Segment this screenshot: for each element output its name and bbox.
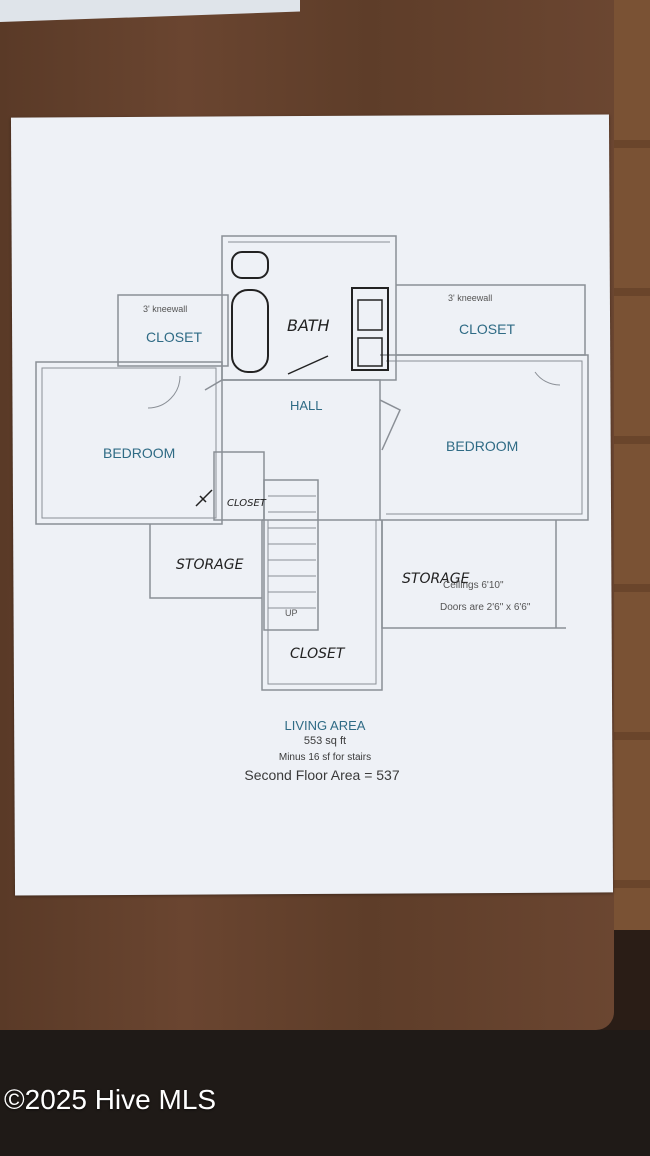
room-label-bath: BATH	[287, 316, 330, 335]
wood-floor	[614, 0, 650, 930]
note-kneewall-right: 3' kneewall	[448, 293, 492, 303]
living-area-heading: LIVING AREA	[284, 718, 366, 733]
bath-walls	[221, 235, 397, 381]
room-label-storage-left: STORAGE	[176, 557, 244, 573]
room-label-closet-left: CLOSET	[146, 329, 202, 345]
bath-fixtures	[195, 251, 389, 507]
room-label-bedroom-left: BEDROOM	[103, 445, 175, 461]
room-label-closet-right: CLOSET	[459, 321, 515, 337]
second-floor-area: Second Floor Area = 537	[244, 767, 400, 783]
hall-walls	[222, 379, 381, 521]
room-label-hall: HALL	[290, 398, 323, 413]
stairs-outline	[263, 479, 319, 631]
closet-small-walls	[213, 451, 265, 521]
bedroom-left-walls	[35, 361, 223, 525]
dark-background	[0, 1030, 650, 1156]
closet-bottom-walls	[261, 520, 383, 691]
mls-watermark: ©2025 Hive MLS	[4, 1084, 217, 1115]
stairs-deduction: Minus 16 sf for stairs	[278, 752, 372, 763]
stairs-up-label: UP	[285, 608, 298, 618]
closet-left-walls	[117, 294, 229, 367]
bedroom-right-walls	[380, 354, 589, 521]
room-label-closet-small: CLOSET	[227, 498, 267, 509]
living-area-sqft: 553 sq ft	[303, 735, 347, 747]
room-label-closet-bottom: CLOSET	[290, 646, 346, 662]
storage-left-walls	[149, 524, 262, 599]
room-label-storage-right: STORAGE	[402, 571, 470, 587]
storage-right-walls	[381, 520, 566, 629]
note-doors: Doors are 2'6" x 6'6"	[440, 602, 531, 613]
note-ceilings: Ceilings 6'10"	[443, 580, 504, 591]
room-label-bedroom-right: BEDROOM	[446, 438, 518, 454]
note-kneewall-left: 3' kneewall	[143, 304, 187, 314]
